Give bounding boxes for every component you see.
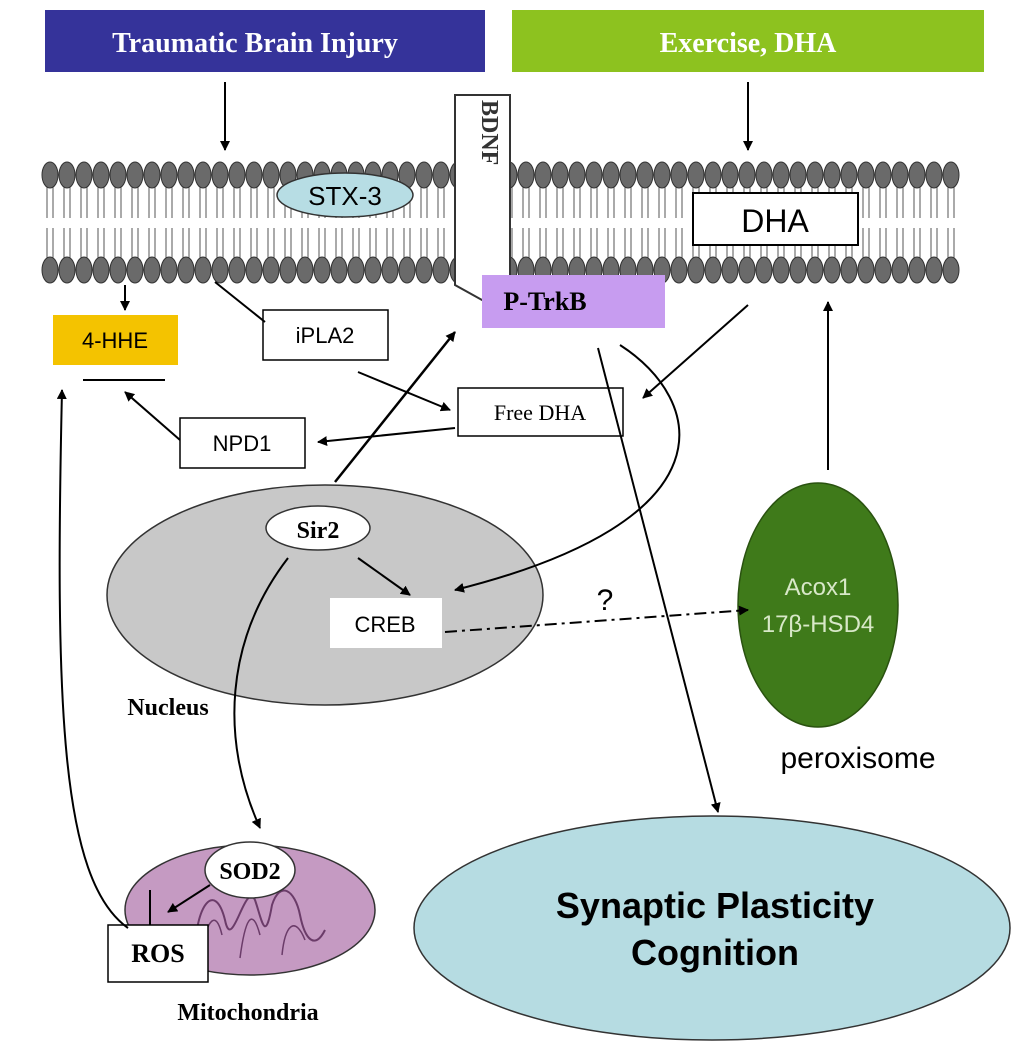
arrow-sir2-to-ptrkb xyxy=(334,331,456,483)
hsd4-label: 17β-HSD4 xyxy=(762,611,875,638)
ros-box: ROS xyxy=(107,924,209,983)
free-dha-label: Free DHA xyxy=(494,400,586,425)
cognition-label: Cognition xyxy=(631,932,799,973)
connectors xyxy=(56,281,833,929)
treatment-box: Exercise, DHA xyxy=(512,10,984,72)
acox1-label: Acox1 xyxy=(785,574,852,601)
synaptic-ellipse: Synaptic Plasticity Cognition xyxy=(413,815,1011,1041)
dha-membrane-box: DHA xyxy=(692,192,859,246)
free-dha-box: Free DHA xyxy=(457,387,624,437)
creb-label: CREB xyxy=(354,612,415,637)
ptrkb-label: P-TrkB xyxy=(503,287,586,316)
arrow-ipla2-to-freedha xyxy=(357,371,451,412)
npd1-box: NPD1 xyxy=(179,417,306,469)
arrow-sir2-to-creb xyxy=(357,557,411,596)
injury-label: Traumatic Brain Injury xyxy=(112,28,398,59)
injury-box: Traumatic Brain Injury xyxy=(45,10,485,72)
hhe-label: 4-HHE xyxy=(82,328,148,353)
peroxisome-label: peroxisome xyxy=(780,742,935,775)
peroxisome: Acox1 17β-HSD4 xyxy=(737,482,899,728)
nucleus-label: Nucleus xyxy=(127,695,208,721)
arrow-sod2-to-ros xyxy=(167,884,211,913)
bdnf-label: BDNF xyxy=(476,100,502,165)
question-mark: ? xyxy=(597,584,614,617)
arrow-freedha-to-npd1 xyxy=(317,427,456,447)
arrow-npd1-to-hhe xyxy=(124,391,181,441)
sir2-label: Sir2 xyxy=(297,518,340,544)
ipla2-label: iPLA2 xyxy=(296,323,355,348)
stx3-label: STX-3 xyxy=(308,181,382,211)
nucleus xyxy=(106,484,544,706)
ros-label: ROS xyxy=(131,939,184,968)
dha-label: DHA xyxy=(741,203,809,239)
arrow-creb-to-peroxisome xyxy=(444,605,749,633)
line-membrane-to-ipla2 xyxy=(214,281,266,323)
sir2-ellipse: Sir2 xyxy=(265,505,371,551)
mitochondria-label: Mitochondria xyxy=(177,1000,318,1026)
arrow-sir2-to-sod2 xyxy=(233,557,289,829)
stx3-protein: STX-3 xyxy=(276,172,414,218)
arrow-ptrkb-to-creb xyxy=(454,344,681,593)
hhe-box: 4-HHE xyxy=(53,315,178,365)
treatment-label: Exercise, DHA xyxy=(660,28,838,59)
arrow-ros-to-hhe xyxy=(56,389,129,929)
creb-box: CREB xyxy=(330,598,442,648)
sod2-ellipse: SOD2 xyxy=(204,841,296,899)
ptrkb-box: P-TrkB xyxy=(482,275,665,328)
sod2-label: SOD2 xyxy=(219,859,280,885)
bdnf-receptor: BDNF xyxy=(454,94,511,302)
arrow-ptrkb-to-synaptic xyxy=(597,347,721,813)
synaptic-label: Synaptic Plasticity xyxy=(556,885,874,926)
npd1-label: NPD1 xyxy=(213,431,272,456)
ipla2-box: iPLA2 xyxy=(262,309,389,361)
